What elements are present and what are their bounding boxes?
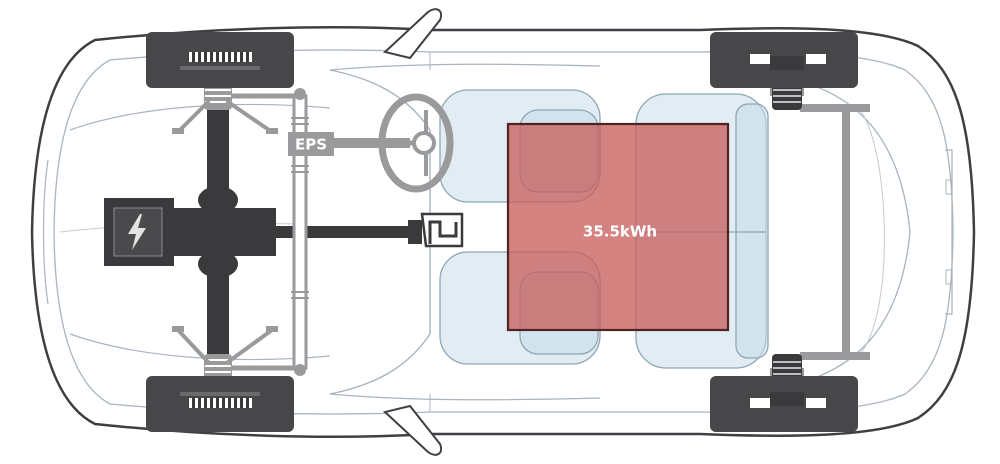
- front-half-shaft-top: [207, 86, 229, 210]
- side-mirror-bottom: [382, 404, 442, 456]
- shift-selector-icon: [408, 212, 464, 248]
- a-pillar-top: [329, 63, 601, 71]
- battery-block: [506, 122, 730, 332]
- rear-spring-bottom: [772, 354, 802, 382]
- battery-pack: 35.5kWh: [506, 122, 730, 332]
- rear-beam-crossbar-top: [800, 104, 870, 112]
- rear-beam-crossbar-bottom: [800, 352, 870, 360]
- tail-detail: [945, 149, 953, 315]
- tail-light-right: [945, 269, 953, 285]
- rear-spring-top: [772, 82, 802, 110]
- rack-end-bottom: [294, 364, 306, 376]
- rear-torsion-beam: [842, 112, 850, 352]
- front-control-arms: [176, 100, 274, 364]
- steering-wheel-icon: [378, 93, 454, 193]
- wheel-front-top: [146, 32, 294, 88]
- front-half-shaft-bottom: [207, 254, 229, 378]
- rear-suspension: [770, 82, 870, 382]
- lightning-bolt-icon: [128, 214, 146, 250]
- battery-capacity-label: 35.5kWh: [583, 223, 657, 241]
- rear-bench-back: [735, 103, 769, 359]
- steering-column: [334, 138, 410, 148]
- gearbox: [172, 208, 276, 256]
- wheel-rear-top: [710, 32, 858, 88]
- front-drivetrain: EPS: [104, 84, 464, 380]
- differential-top: [198, 186, 238, 214]
- eps-badge: [288, 132, 334, 156]
- wheel-front-bottom: [146, 376, 294, 432]
- side-mirror-top: [382, 8, 442, 60]
- rear-window-line: [859, 109, 885, 355]
- eps-label: EPS: [295, 136, 327, 154]
- tail-light-left: [945, 179, 953, 195]
- rack-end-top: [294, 88, 306, 100]
- front-spring-bottom: [204, 354, 232, 380]
- drive-link-bar: [276, 226, 416, 238]
- differential-bottom: [198, 250, 238, 278]
- a-pillar-bottom: [329, 393, 601, 401]
- front-arm-ends: [172, 128, 278, 332]
- bumper-line: [42, 159, 49, 305]
- wheel-rear-bottom: [710, 376, 858, 432]
- rack-ribs: [291, 117, 309, 299]
- rear-glass: [779, 75, 911, 389]
